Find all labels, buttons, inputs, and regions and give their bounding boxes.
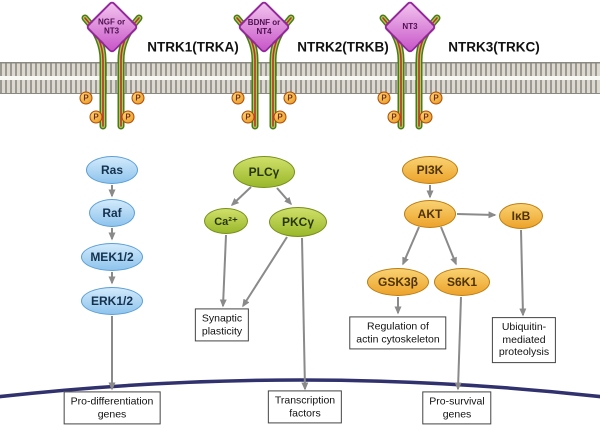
phospho-p-icon: P (131, 91, 145, 105)
node-ras: Ras (86, 156, 138, 184)
outcome-synaptic-plasticity: Synaptic plasticity (194, 308, 250, 342)
phospho-p-icon: P (283, 91, 297, 105)
node-s6k1: S6K1 (434, 268, 490, 296)
receptor-label-ntrk3: NTRK3(TRKC) (448, 39, 540, 55)
outcome-pro-differentiation-genes: Pro-differentiation genes (63, 391, 161, 425)
phospho-p-icon: P (121, 110, 135, 124)
node-plc-gamma: PLCγ (233, 156, 295, 188)
phospho-p-icon: P (377, 91, 391, 105)
phospho-p-icon: P (79, 91, 93, 105)
phospho-p-icon: P (273, 110, 287, 124)
outcome-actin-cytoskeleton: Regulation of actin cytoskeleton (349, 316, 447, 350)
node-pi3k: PI3K (402, 156, 458, 184)
outcome-pro-survival-genes: Pro-survival genes (422, 391, 492, 425)
receptor-label-ntrk1: NTRK1(TRKA) (147, 39, 239, 55)
outcome-ubiquitin-proteolysis: Ubiquitin- mediated proteolysis (491, 317, 557, 363)
nuclear-membrane (0, 378, 600, 399)
phospho-p-icon: P (387, 110, 401, 124)
node-calcium: Ca²⁺ (204, 208, 248, 234)
ligand-nt3-label: NT3 (402, 22, 418, 32)
node-pkc-gamma: PKCγ (269, 207, 327, 237)
outcome-transcription-factors: Transcription factors (267, 390, 343, 424)
ligand-ngf-nt3-label: NGF or NT3 (98, 17, 126, 36)
node-gsk3-beta: GSK3β (367, 268, 429, 296)
pathway-arrows (108, 185, 527, 391)
receptor-label-ntrk2: NTRK2(TRKB) (297, 39, 389, 55)
phospho-p-icon: P (429, 91, 443, 105)
phospho-p-icon: P (231, 91, 245, 105)
node-ikb: IκB (499, 203, 543, 229)
node-raf: Raf (89, 199, 135, 227)
node-akt: AKT (404, 200, 456, 228)
node-mek12: MEK1/2 (81, 243, 143, 271)
node-erk12: ERK1/2 (81, 287, 143, 315)
phospho-p-icon: P (419, 110, 433, 124)
ligand-bdnf-nt4-label: BDNF or NT4 (247, 17, 281, 36)
phospho-p-icon: P (89, 110, 103, 124)
phospho-p-icon: P (241, 110, 255, 124)
